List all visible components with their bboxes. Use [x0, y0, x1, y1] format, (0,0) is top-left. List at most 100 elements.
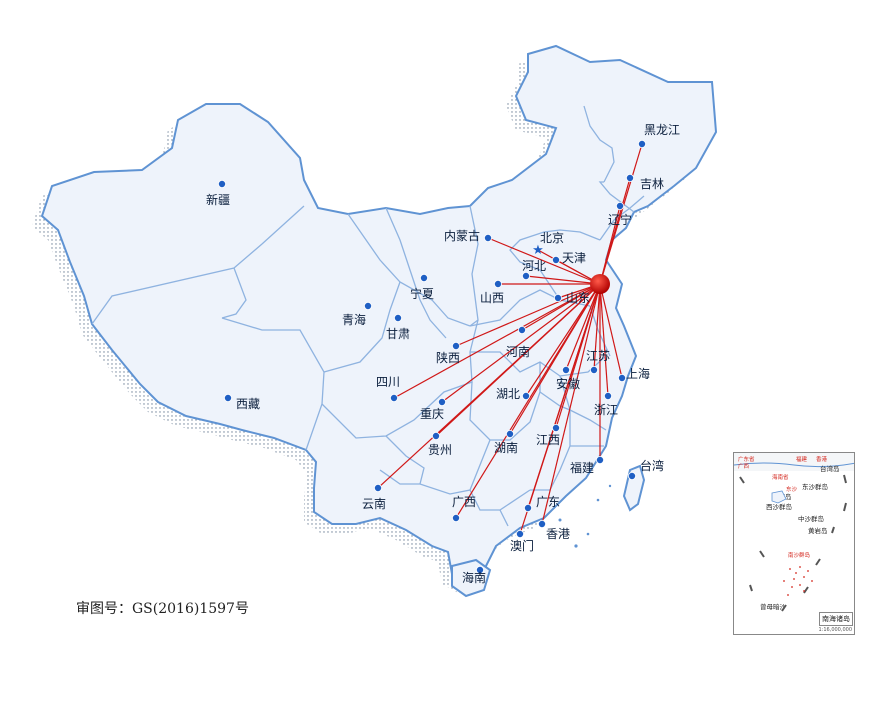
province-marker[interactable] [217, 179, 226, 188]
province-label: 宁夏 [410, 286, 434, 301]
connection-line [541, 283, 601, 525]
south-china-sea-inset: 广东省 广西 海南省 福建 东沙 香港 台湾岛 东沙群岛 海南岛 西沙群岛 中沙… [733, 452, 855, 635]
province-marker[interactable] [596, 455, 605, 464]
province-marker[interactable] [590, 365, 599, 374]
inset-label-dongsha: 东沙群岛 [802, 482, 828, 491]
connection-line [599, 283, 609, 397]
province-label: 重庆 [420, 407, 444, 421]
province-marker[interactable] [493, 279, 502, 288]
connection-lines [377, 143, 643, 535]
connection-line [525, 283, 601, 397]
province-label: 云南 [362, 496, 386, 511]
inset-hainan [771, 490, 787, 504]
province-label: 上海 [626, 366, 650, 381]
province-label: 贵州 [428, 443, 452, 457]
inset-label-zhongsha: 中沙群岛 [798, 514, 824, 523]
province-label: 福建 [570, 460, 594, 475]
inset-label-nansha: 南沙群岛 [788, 551, 811, 559]
province-label: 江苏 [586, 349, 610, 363]
connection-line [487, 237, 601, 285]
province-label: 辽宁 [608, 212, 632, 227]
inset-label-zengmu: 曾母暗沙 [760, 602, 787, 611]
nine-dash-line [739, 474, 847, 612]
province-marker[interactable] [538, 520, 547, 529]
province-marker[interactable] [552, 423, 561, 432]
connection-line [455, 283, 601, 347]
province-marker[interactable] [223, 393, 232, 402]
province-marker[interactable] [483, 233, 492, 242]
province-label: 山西 [480, 291, 504, 305]
province-label: 山东 [566, 291, 590, 305]
inset-red-label: 福建 [796, 455, 808, 463]
province-label: 天津 [562, 251, 586, 265]
connection-line [565, 283, 601, 371]
province-borders [91, 105, 645, 527]
province-markers: 黑龙江吉林辽宁内蒙古★北京天津河北山西山东新疆宁夏青海甘肃陕西河南江苏上海四川安… [206, 123, 680, 585]
inset-islets [783, 566, 813, 596]
inset-red-label: 东沙 [786, 485, 798, 493]
province-label: 新疆 [206, 192, 230, 207]
province-marker[interactable] [522, 271, 531, 280]
province-marker[interactable] [451, 341, 460, 350]
inset-title: 南海诸岛 [819, 612, 853, 626]
province-marker[interactable] [373, 483, 382, 492]
province-marker[interactable] [638, 139, 647, 148]
inset-red-label: 广东省 [738, 455, 755, 463]
province-label: 河南 [506, 344, 530, 359]
connection-line [441, 283, 601, 403]
province-label: 广东 [536, 495, 560, 509]
province-marker[interactable] [505, 429, 514, 438]
province-marker[interactable] [431, 431, 440, 440]
hub-marker [590, 274, 610, 294]
connection-line [525, 275, 601, 285]
province-marker[interactable] [518, 325, 527, 334]
province-label: 台湾 [640, 458, 664, 473]
province-marker[interactable] [626, 173, 635, 182]
province-label: 浙江 [594, 403, 618, 417]
province-label: 安徽 [556, 376, 580, 391]
province-marker[interactable] [554, 293, 563, 302]
province-label: 河北 [522, 259, 546, 273]
province-label: 北京 [540, 231, 564, 245]
province-marker[interactable] [618, 373, 627, 382]
capital-star-icon: ★ [532, 243, 544, 258]
province-label: 香港 [546, 527, 570, 541]
province-marker[interactable] [604, 391, 613, 400]
approval-number: 审图号：GS(2016)1597号 [76, 601, 249, 617]
province-label: 吉林 [640, 177, 664, 191]
inset-label-xisha: 西沙群岛 [766, 502, 792, 511]
province-label: 青海 [342, 312, 366, 327]
province-marker[interactable] [363, 301, 372, 310]
province-marker[interactable] [522, 391, 531, 400]
province-marker[interactable] [389, 393, 398, 402]
connection-line [599, 205, 621, 285]
inset-red-label: 广西 [738, 462, 750, 470]
province-marker[interactable] [393, 313, 402, 322]
province-label: 西藏 [236, 397, 260, 411]
connection-line [519, 283, 601, 535]
connection-line [599, 283, 623, 379]
connection-line [377, 283, 601, 489]
province-marker[interactable] [451, 514, 460, 523]
province-marker[interactable] [516, 530, 525, 539]
connection-line [393, 283, 601, 399]
inset-red-label: 海南省 [772, 473, 789, 481]
province-marker[interactable] [628, 471, 637, 480]
inset-red-label: 香港 [816, 455, 828, 463]
inset-map: 广东省 广西 海南省 福建 东沙 香港 台湾岛 东沙群岛 海南岛 西沙群岛 中沙… [734, 453, 854, 612]
province-label: 江西 [536, 433, 560, 447]
province-marker[interactable] [475, 566, 484, 575]
connection-line [455, 283, 601, 519]
province-marker[interactable] [562, 365, 571, 374]
inset-red-labels: 广东省 广西 海南省 福建 东沙 香港 [738, 455, 828, 493]
province-label: 湖南 [494, 440, 518, 455]
province-label: 甘肃 [386, 327, 410, 341]
province-marker[interactable] [524, 503, 533, 512]
province-marker[interactable] [419, 273, 428, 282]
province-marker[interactable] [437, 397, 446, 406]
province-label: 海南 [462, 570, 486, 585]
province-marker[interactable] [616, 201, 625, 210]
inset-scale: 1:16,000,000 [818, 627, 853, 633]
province-marker[interactable] [552, 255, 561, 264]
